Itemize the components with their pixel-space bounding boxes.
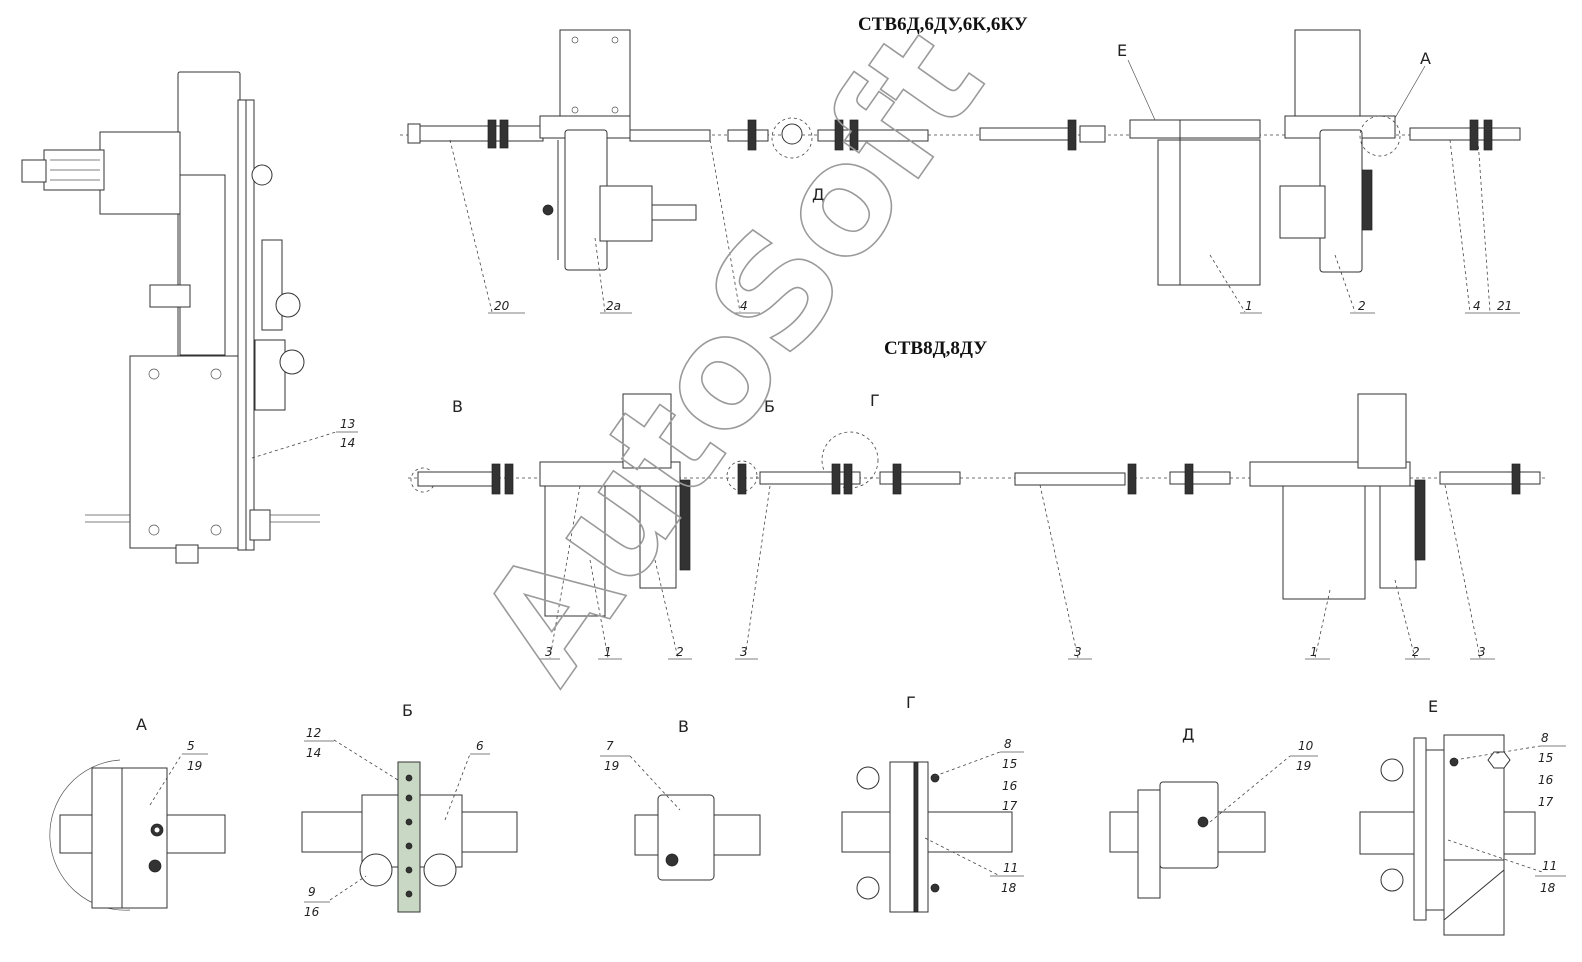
callout-4-right: 4 bbox=[1473, 299, 1481, 313]
view-letter-e: Е bbox=[1117, 41, 1127, 60]
callout-3-d: 3 bbox=[1478, 645, 1486, 659]
detail-g bbox=[841, 751, 1024, 913]
detail-g-callout-11: 11 bbox=[1003, 861, 1018, 875]
detail-e-callout-17: 17 bbox=[1538, 795, 1554, 809]
callout-3-c: 3 bbox=[1074, 645, 1082, 659]
detail-v-callout-19: 19 bbox=[604, 759, 619, 773]
callout-1-a: 1 bbox=[604, 645, 612, 659]
view-letter-d: Д bbox=[812, 185, 825, 204]
detail-g-callout-18: 18 bbox=[1001, 881, 1017, 895]
detail-b-callout-14: 14 bbox=[306, 746, 321, 760]
detail-g-callout-17: 17 bbox=[1002, 799, 1018, 813]
detail-g-callout-8: 8 bbox=[1004, 737, 1012, 751]
callout-20: 20 bbox=[494, 299, 510, 313]
callout-21: 21 bbox=[1497, 299, 1512, 313]
callout-14: 14 bbox=[340, 436, 355, 450]
detail-e bbox=[1359, 734, 1566, 936]
callout-2-top: 2 bbox=[1358, 299, 1366, 313]
detail-e-callout-18: 18 bbox=[1540, 881, 1556, 895]
detail-d-callout-19: 19 bbox=[1296, 759, 1311, 773]
view-letter-a: А bbox=[1420, 49, 1431, 68]
title-stv8: СТВ8Д,8ДУ bbox=[884, 338, 987, 359]
detail-e-callout-15: 15 bbox=[1538, 751, 1553, 765]
detail-v-callout-7: 7 bbox=[606, 739, 614, 753]
detail-e-callout-11: 11 bbox=[1542, 859, 1557, 873]
detail-b bbox=[301, 739, 518, 913]
detail-b-callout-6: 6 bbox=[476, 739, 484, 753]
middle-drawing bbox=[408, 393, 1545, 660]
callout-1-b: 1 bbox=[1310, 645, 1318, 659]
detail-a-callout-up: 5 bbox=[187, 739, 195, 753]
callout-2a: 2а bbox=[606, 299, 621, 313]
detail-d-callout-10: 10 bbox=[1298, 739, 1314, 753]
detail-d-title: Д bbox=[1182, 725, 1195, 744]
callout-2-a: 2 bbox=[676, 645, 684, 659]
detail-d bbox=[1109, 755, 1318, 899]
detail-b-callout-9: 9 bbox=[308, 885, 316, 899]
detail-b-callout-12: 12 bbox=[306, 726, 321, 740]
detail-a-title: А bbox=[136, 715, 147, 734]
detail-e-callout-8: 8 bbox=[1541, 731, 1549, 745]
view-letter-g: Г bbox=[870, 391, 880, 410]
callout-3-a: 3 bbox=[545, 645, 553, 659]
top-drawing bbox=[400, 29, 1521, 314]
side-view-assembly bbox=[21, 71, 358, 564]
detail-g-callout-15: 15 bbox=[1002, 757, 1017, 771]
detail-a bbox=[49, 753, 226, 911]
detail-a-callout-down: 19 bbox=[187, 759, 202, 773]
callout-3-b: 3 bbox=[740, 645, 748, 659]
callout-13: 13 bbox=[340, 417, 355, 431]
detail-g-title: Г bbox=[906, 693, 916, 712]
title-stv6: СТВ6Д,6ДУ,6К,6КУ bbox=[858, 14, 1028, 35]
detail-g-callout-16: 16 bbox=[1002, 779, 1018, 793]
detail-v-title: В bbox=[678, 717, 689, 736]
callout-4-left: 4 bbox=[740, 299, 748, 313]
detail-v bbox=[600, 755, 761, 881]
detail-e-callout-16: 16 bbox=[1538, 773, 1554, 787]
callout-1-top: 1 bbox=[1245, 299, 1253, 313]
view-letter-v: В bbox=[452, 397, 463, 416]
callout-2-b: 2 bbox=[1412, 645, 1420, 659]
detail-b-title: Б bbox=[402, 701, 413, 720]
detail-e-title: Е bbox=[1428, 697, 1438, 716]
detail-b-callout-16: 16 bbox=[304, 905, 320, 919]
view-letter-b: Б bbox=[764, 397, 775, 416]
